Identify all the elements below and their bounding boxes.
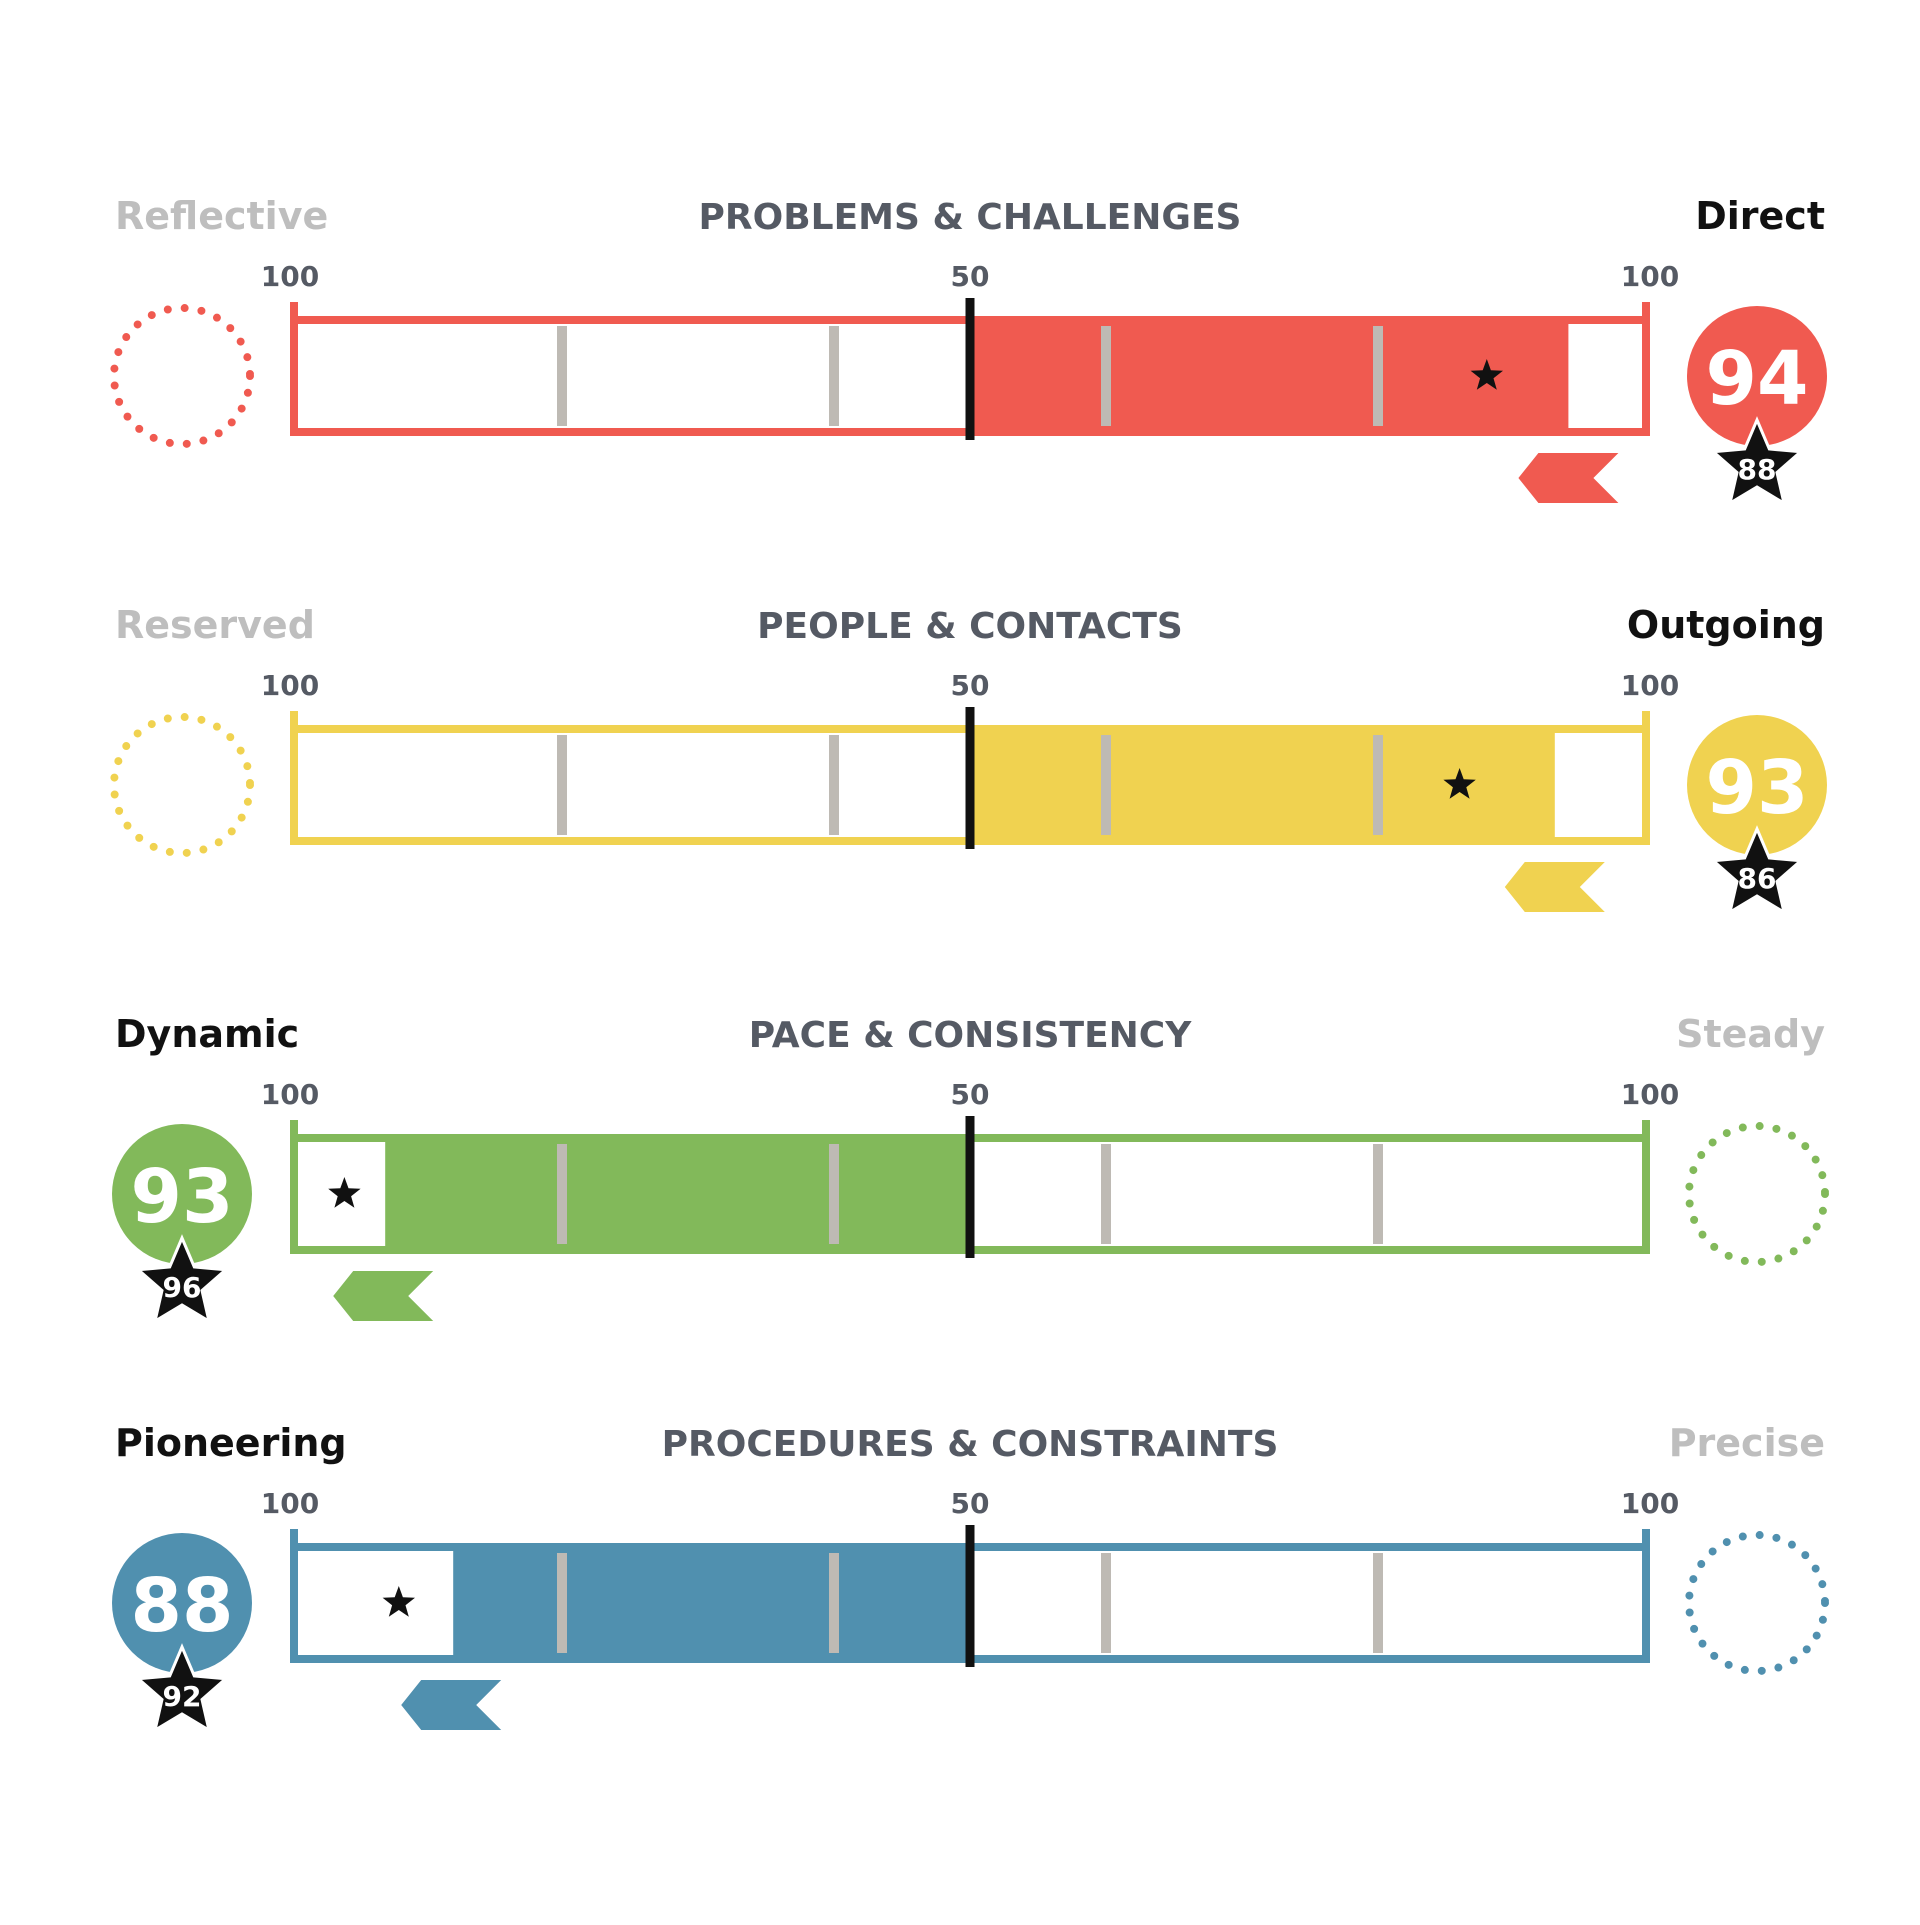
- star-score-value: 96: [163, 1271, 202, 1304]
- scale-label-left: 100: [261, 669, 319, 702]
- scale-row-3: PACE & CONSISTENCY Dynamic Steady 100 50 100 9…: [112, 1012, 1829, 1325]
- scale-label-right: 100: [1621, 260, 1679, 293]
- star-score-value: 86: [1738, 862, 1777, 895]
- left-pole-label: Pioneering: [115, 1421, 347, 1465]
- scale-label-left: 100: [261, 260, 319, 293]
- dotted-circle-icon: [110, 713, 254, 857]
- scale-label-mid: 50: [951, 260, 990, 293]
- score-badge: [1687, 715, 1827, 855]
- chevron-left-icon: [1518, 453, 1619, 503]
- right-pole-label: Steady: [1676, 1012, 1825, 1056]
- right-pole-label: Outgoing: [1627, 603, 1825, 647]
- scale-row-1: PROBLEMS & CHALLENGES Reflective Direct 100…: [110, 194, 1827, 507]
- star-icon: [134, 1643, 230, 1734]
- score-value: 94: [1706, 336, 1809, 422]
- dotted-circle-icon: [110, 304, 254, 448]
- score-badge: [1687, 306, 1827, 446]
- scale-label-left: 100: [261, 1487, 319, 1520]
- dotted-circle-icon: [1685, 1531, 1829, 1675]
- star-icon: [382, 1586, 415, 1617]
- left-pole-label: Dynamic: [115, 1012, 299, 1056]
- score-bar: [970, 316, 1569, 436]
- star-score-value: 88: [1738, 453, 1777, 486]
- star-icon: [134, 1234, 230, 1325]
- score-value: 88: [131, 1563, 234, 1649]
- scale-label-mid: 50: [951, 1487, 990, 1520]
- dotted-circle-icon: [1685, 1122, 1829, 1266]
- scale-row-4: PROCEDURES & CONSTRAINTS Pioneering Precis…: [112, 1421, 1829, 1734]
- score-bar: [453, 1543, 970, 1663]
- right-pole-label: Direct: [1695, 194, 1825, 238]
- scale-label-left: 100: [261, 1078, 319, 1111]
- scale-label-right: 100: [1621, 669, 1679, 702]
- scale-label-right: 100: [1621, 1487, 1679, 1520]
- scale-title: PROBLEMS & CHALLENGES: [699, 197, 1242, 238]
- star-icon: [1443, 768, 1476, 799]
- scale-label-mid: 50: [951, 1078, 990, 1111]
- star-icon: [328, 1177, 361, 1208]
- star-score-value: 92: [163, 1680, 202, 1713]
- chevron-left-icon: [333, 1271, 434, 1321]
- scale-label-mid: 50: [951, 669, 990, 702]
- left-pole-label: Reserved: [115, 603, 315, 647]
- scale-row-2: PEOPLE & CONTACTS Reserved Outgoing 100 50 10…: [110, 603, 1827, 916]
- scale-label-right: 100: [1621, 1078, 1679, 1111]
- right-pole-label: Precise: [1669, 1421, 1825, 1465]
- star-icon: [1709, 416, 1805, 507]
- scale-title: PROCEDURES & CONSTRAINTS: [662, 1424, 1279, 1465]
- score-bar: [385, 1134, 970, 1254]
- score-value: 93: [131, 1154, 234, 1240]
- score-value: 93: [1706, 745, 1809, 831]
- chevron-left-icon: [1504, 862, 1605, 912]
- score-badge: [112, 1124, 252, 1264]
- scale-title: PACE & CONSISTENCY: [749, 1015, 1193, 1056]
- left-pole-label: Reflective: [115, 194, 328, 238]
- scale-title: PEOPLE & CONTACTS: [757, 606, 1183, 647]
- score-badge: [112, 1533, 252, 1673]
- chevron-left-icon: [401, 1680, 502, 1730]
- star-icon: [1470, 359, 1503, 390]
- star-icon: [1709, 825, 1805, 916]
